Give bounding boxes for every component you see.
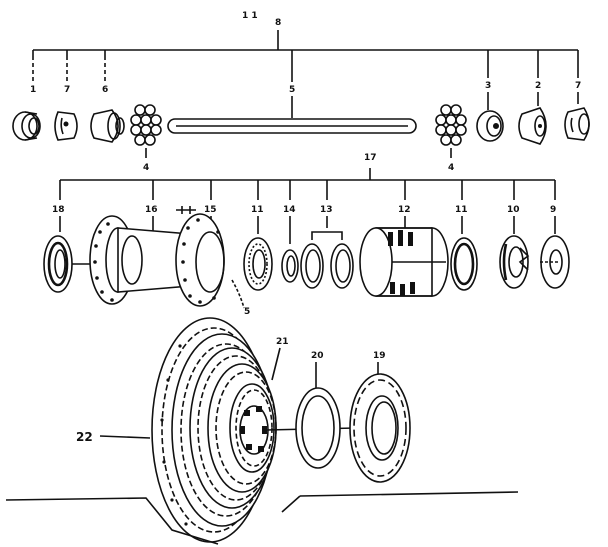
label-9: 9 <box>550 205 556 215</box>
label-7-right: 7 <box>575 81 581 91</box>
part-20-spacer <box>295 387 341 469</box>
part-6-cone <box>90 109 125 143</box>
label-3: 3 <box>485 81 491 91</box>
label-6: 6 <box>102 85 108 95</box>
part-9-washer <box>540 235 570 289</box>
label-2: 2 <box>535 81 541 91</box>
label-18: 18 <box>52 205 65 215</box>
label-17: 17 <box>364 153 377 163</box>
part-14-ring <box>281 249 299 283</box>
part-18-dust-cap <box>43 235 100 293</box>
part-2-locknut <box>518 107 547 145</box>
part-1-locknut <box>12 111 41 141</box>
label-7-left: 7 <box>64 85 70 95</box>
part-7-left-washer <box>54 111 78 141</box>
label-13: 13 <box>320 205 333 215</box>
corner-mark: 1 1 <box>242 11 258 21</box>
label-4-right: 4 <box>448 163 454 173</box>
part-11-right-ring <box>450 237 478 291</box>
label-4-left: 4 <box>143 163 149 173</box>
part-5-axle <box>167 118 417 134</box>
part-11-left-ratchet <box>243 237 273 291</box>
label-15: 15 <box>204 205 217 215</box>
label-8: 8 <box>275 18 281 28</box>
part-12-freewheel-body <box>359 227 449 297</box>
part-16-hub-shell <box>89 215 191 305</box>
label-12: 12 <box>398 205 411 215</box>
label-5: 5 <box>289 85 295 95</box>
part-4-right-bearing-balls <box>435 104 467 158</box>
bracket-17 <box>59 168 556 200</box>
label-10: 10 <box>507 205 520 215</box>
part-19-sprocket <box>349 373 411 483</box>
label-22: 22 <box>76 430 93 444</box>
bracket-8 <box>32 30 579 56</box>
label-19: 19 <box>373 351 386 361</box>
part-21-small-sprocket <box>229 383 357 473</box>
label-20: 20 <box>311 351 324 361</box>
part-4-left-bearing-balls <box>130 104 162 158</box>
label-14: 14 <box>283 205 296 215</box>
frame-outline <box>5 491 519 545</box>
label-1: 1 <box>30 85 36 95</box>
part-15-flange: 5 <box>175 206 250 317</box>
part-10-bearing-cup <box>499 235 530 289</box>
label-11-right: 11 <box>455 205 468 215</box>
label-21: 21 <box>276 337 289 347</box>
part-13-pawl-rings <box>300 231 354 289</box>
svg-text:5: 5 <box>244 307 250 317</box>
part-3-cone <box>476 110 504 142</box>
label-11-left: 11 <box>251 205 264 215</box>
label-16: 16 <box>145 205 158 215</box>
part-7-right-nut <box>564 107 590 141</box>
